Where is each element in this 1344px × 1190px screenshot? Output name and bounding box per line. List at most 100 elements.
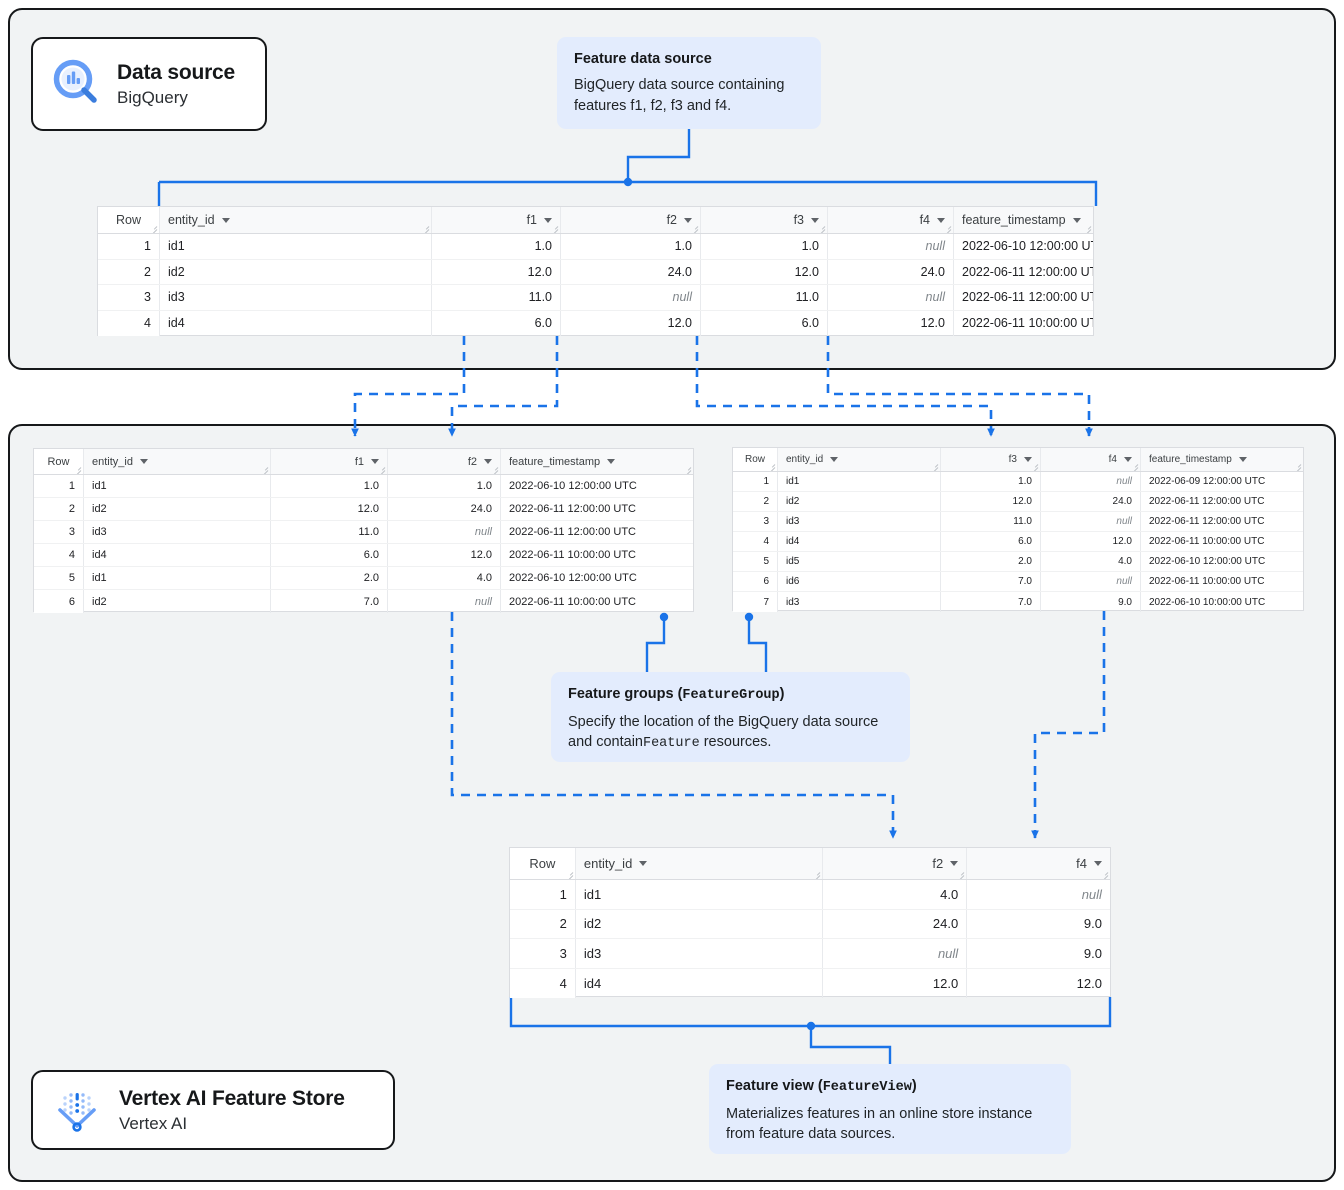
table-cell-f2: null bbox=[561, 285, 701, 310]
column-resize-grip[interactable] bbox=[148, 223, 158, 233]
chevron-down-icon[interactable] bbox=[1024, 457, 1032, 462]
column-header-f4[interactable]: f4 bbox=[967, 848, 1110, 879]
column-resize-grip[interactable] bbox=[955, 869, 965, 879]
table-cell-row: 2 bbox=[510, 909, 576, 938]
table-cell-f1: 11.0 bbox=[271, 521, 388, 543]
chevron-down-icon[interactable] bbox=[639, 861, 648, 866]
table-cell-f4: null bbox=[967, 880, 1110, 909]
column-header-entity_id[interactable]: entity_id bbox=[160, 207, 432, 233]
table-cell-f3: 7.0 bbox=[941, 572, 1041, 591]
table-cell-feature_timestamp: 2022-06-10 12:00:00 UTC bbox=[1149, 556, 1266, 567]
column-resize-grip[interactable] bbox=[816, 223, 826, 233]
column-header-row[interactable]: Row bbox=[733, 448, 778, 471]
column-resize-grip[interactable] bbox=[564, 869, 574, 879]
column-header-feature_timestamp[interactable]: feature_timestamp bbox=[501, 449, 693, 474]
column-resize-grip[interactable] bbox=[1129, 461, 1139, 471]
column-header-f1[interactable]: f1 bbox=[432, 207, 561, 233]
column-header-f2[interactable]: f2 bbox=[823, 848, 968, 879]
column-header-label: feature_timestamp bbox=[1149, 454, 1232, 465]
column-resize-grip[interactable] bbox=[682, 464, 692, 474]
column-resize-grip[interactable] bbox=[689, 223, 699, 233]
column-resize-grip[interactable] bbox=[1082, 223, 1092, 233]
table-cell-row: 1 bbox=[733, 472, 778, 491]
column-header-row[interactable]: Row bbox=[34, 449, 84, 474]
column-header-entity_id[interactable]: entity_id bbox=[84, 449, 271, 474]
column-header-feature_timestamp[interactable]: feature_timestamp bbox=[954, 207, 1093, 233]
column-resize-grip[interactable] bbox=[420, 223, 430, 233]
column-resize-grip[interactable] bbox=[1292, 461, 1302, 471]
column-header-feature_timestamp[interactable]: feature_timestamp bbox=[1141, 448, 1303, 471]
column-resize-grip[interactable] bbox=[766, 461, 776, 471]
column-header-entity_id[interactable]: entity_id bbox=[778, 448, 941, 471]
chevron-down-icon[interactable] bbox=[811, 217, 819, 223]
table-cell-f1: 11.0 bbox=[432, 285, 561, 310]
column-header-row[interactable]: Row bbox=[510, 848, 576, 879]
table-cell-row: 3 bbox=[510, 939, 576, 968]
column-resize-grip[interactable] bbox=[811, 869, 821, 879]
chevron-down-icon[interactable] bbox=[950, 861, 959, 866]
chevron-down-icon[interactable] bbox=[1124, 457, 1132, 462]
chevron-down-icon[interactable] bbox=[684, 217, 692, 223]
column-header-f4[interactable]: f4 bbox=[1041, 448, 1141, 471]
column-header-row[interactable]: Row bbox=[98, 207, 160, 233]
column-resize-grip[interactable] bbox=[376, 464, 386, 474]
table-cell-f1: 7.0 bbox=[271, 590, 388, 613]
chevron-down-icon[interactable] bbox=[1093, 861, 1102, 866]
chevron-down-icon[interactable] bbox=[1072, 217, 1081, 223]
chevron-down-icon[interactable] bbox=[484, 459, 492, 464]
chevron-down-icon[interactable] bbox=[830, 457, 839, 462]
table-cell-f4: 9.0 bbox=[1083, 916, 1102, 932]
column-header-entity_id[interactable]: entity_id bbox=[576, 848, 824, 879]
column-header-f3[interactable]: f3 bbox=[941, 448, 1041, 471]
column-resize-grip[interactable] bbox=[72, 464, 82, 474]
column-resize-grip[interactable] bbox=[489, 464, 499, 474]
table-cell-f2: 4.0 bbox=[823, 880, 968, 909]
chevron-down-icon[interactable] bbox=[139, 459, 148, 464]
table-cell-row: 4 bbox=[510, 968, 576, 998]
chevron-down-icon[interactable] bbox=[371, 459, 379, 464]
column-header-f2[interactable]: f2 bbox=[388, 449, 501, 474]
column-resize-grip[interactable] bbox=[259, 464, 269, 474]
column-resize-grip[interactable] bbox=[1029, 461, 1039, 471]
column-header-f3[interactable]: f3 bbox=[701, 207, 828, 233]
column-header-f4[interactable]: f4 bbox=[828, 207, 954, 233]
column-header-f1[interactable]: f1 bbox=[271, 449, 388, 474]
column-resize-grip[interactable] bbox=[929, 461, 939, 471]
chevron-down-icon[interactable] bbox=[221, 217, 230, 223]
column-header-f2[interactable]: f2 bbox=[561, 207, 701, 233]
chevron-down-icon[interactable] bbox=[544, 217, 552, 223]
chevron-down-icon[interactable] bbox=[607, 459, 616, 464]
column-resize-grip[interactable] bbox=[549, 223, 559, 233]
chevron-down-icon[interactable] bbox=[1238, 457, 1247, 462]
chevron-down-icon[interactable] bbox=[937, 217, 945, 223]
table-cell-f4: 9.0 bbox=[1041, 592, 1141, 612]
column-resize-grip[interactable] bbox=[942, 223, 952, 233]
column-resize-grip[interactable] bbox=[1099, 869, 1109, 879]
